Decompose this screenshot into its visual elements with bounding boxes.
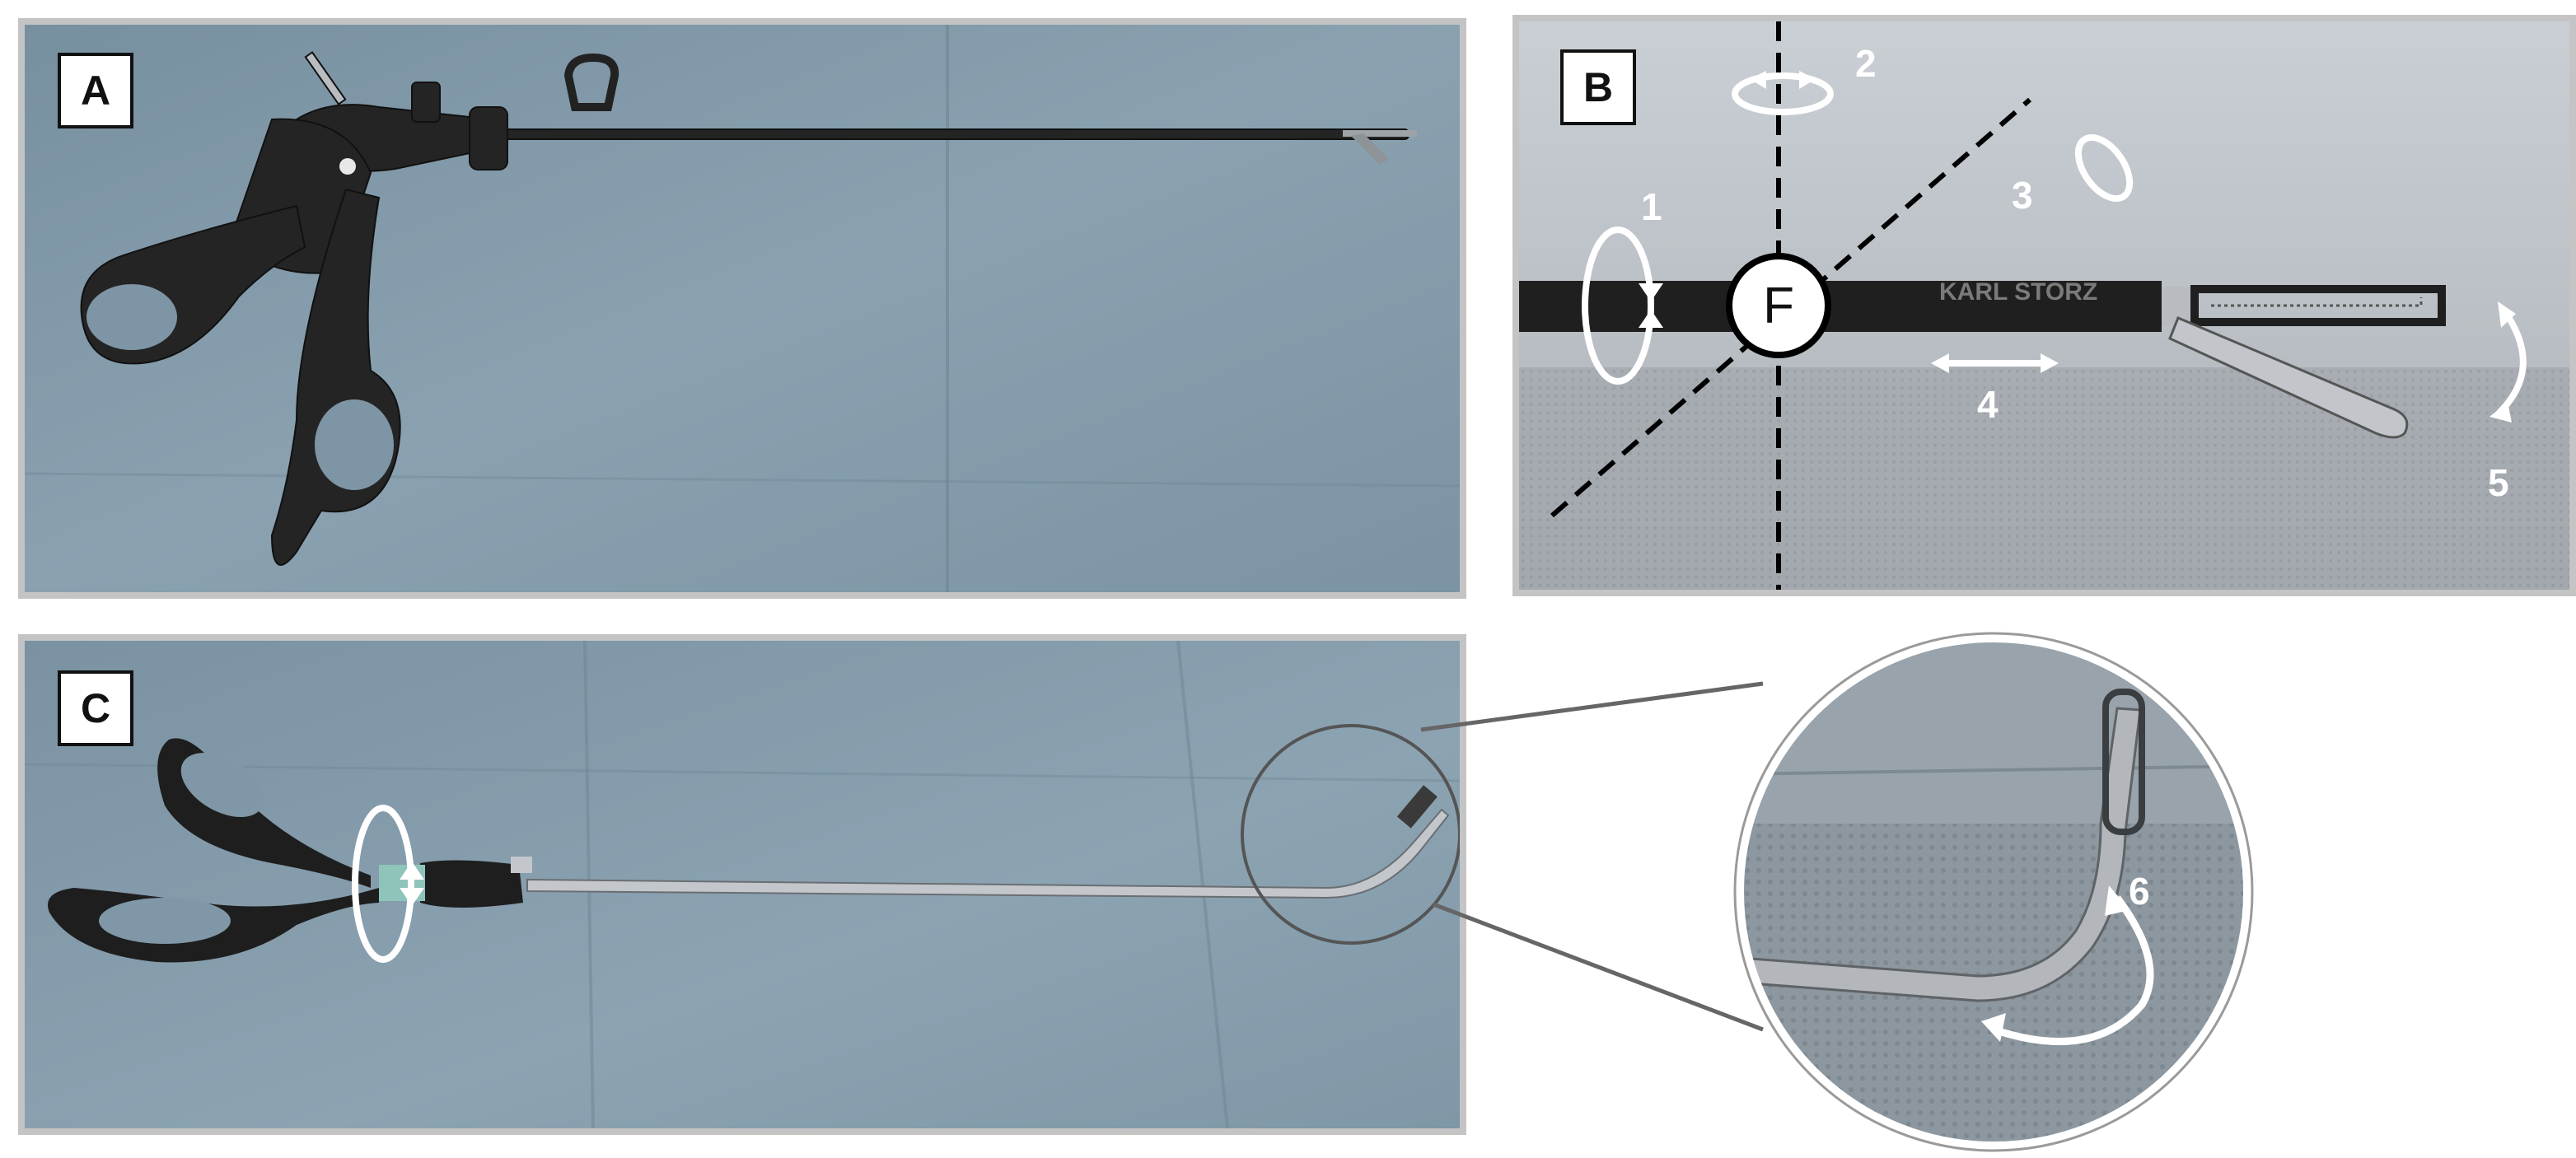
fulcrum-label: F	[1763, 278, 1794, 334]
port	[511, 857, 532, 873]
lower-jaw-open	[2168, 316, 2409, 439]
panel-c-image	[25, 641, 1460, 1128]
pitch-arrow-3	[2074, 133, 2134, 203]
zoom-inset-border	[1736, 634, 2251, 1150]
zoom-connector-bottom	[1433, 902, 1764, 1032]
motion-number-1: 1	[1641, 185, 1662, 228]
articulation-arrow-6	[1992, 895, 2154, 1045]
rotation-arrow	[352, 805, 414, 963]
motion-arrows	[1582, 72, 2527, 415]
zoom-inset-image	[1740, 638, 2247, 1146]
motion-number-6: 6	[2129, 870, 2150, 913]
panel-a-photo: A	[18, 18, 1466, 599]
motion-number-5: 5	[2488, 461, 2509, 504]
upper-jaw	[2190, 285, 2446, 326]
handle-body	[420, 860, 523, 908]
flush-port	[411, 82, 441, 123]
roll-arrow-1	[1582, 226, 1654, 385]
forceps-instrument	[80, 51, 1417, 566]
articulated-tip	[1740, 707, 2142, 1002]
motion-number-3: 3	[2012, 174, 2033, 217]
motion-number-4: 4	[1977, 383, 1999, 426]
rotation-knob	[469, 106, 508, 170]
panel-label-b: B	[1560, 49, 1636, 125]
drape-background	[25, 25, 1460, 592]
panel-b-image: KARL STORZ F	[1519, 21, 2569, 590]
zoom-connector-top	[1420, 681, 1764, 732]
zoom-region-circle	[1241, 724, 1460, 945]
articulating-forceps	[48, 738, 1450, 963]
panel-label-a: A	[58, 53, 133, 128]
jaw-arrow-5	[2497, 307, 2527, 415]
drape-fold	[25, 472, 1460, 488]
mesh-surface	[1519, 367, 2569, 590]
fulcrum-marker	[1726, 253, 1831, 358]
motion-number-2: 2	[1855, 42, 1877, 85]
panel-label-c: C	[58, 670, 133, 746]
panel-b-photo: KARL STORZ F B 1 2 3 4 5	[1512, 15, 2576, 596]
steel-shaft	[526, 808, 1450, 899]
ratchet-lever	[563, 53, 619, 111]
brand-marking: KARL STORZ	[1939, 278, 2097, 306]
jaw-loop	[2102, 689, 2145, 835]
yaw-arrow-2	[1732, 72, 1834, 115]
port-pin	[304, 51, 347, 105]
pivot-screw	[339, 158, 356, 175]
panel-c-photo: C	[18, 634, 1466, 1135]
panel-a-image	[25, 25, 1460, 592]
distal-jaw	[1396, 785, 1438, 829]
instrument-shaft	[1519, 281, 2162, 332]
instrument-jaw	[1343, 130, 1417, 137]
instrument-tip	[1351, 133, 1389, 165]
